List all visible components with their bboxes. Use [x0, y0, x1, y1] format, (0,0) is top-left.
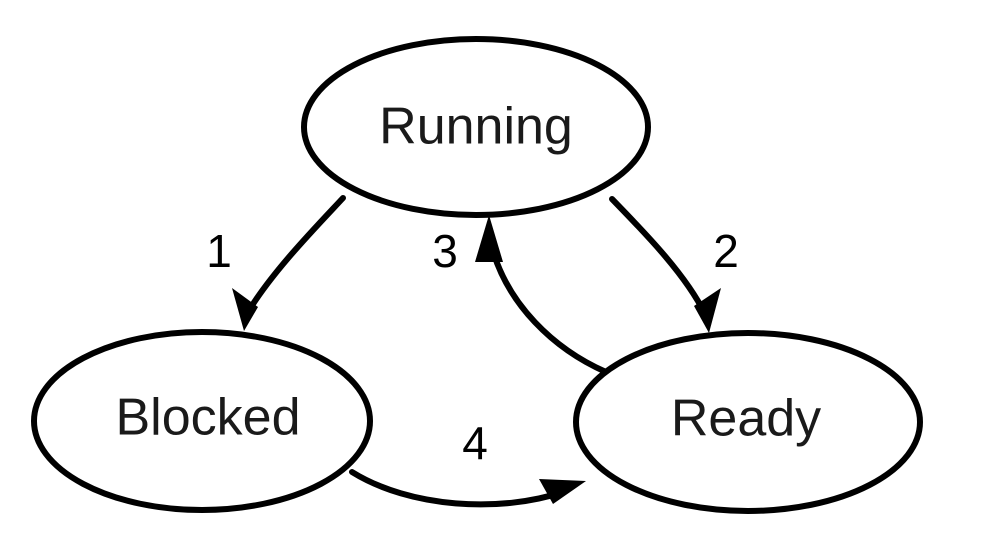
state-ready-label: Ready [671, 390, 821, 448]
transition-2-group[interactable]: 2 [609, 196, 739, 333]
transition-1-group[interactable]: 1 [206, 195, 346, 331]
transition-1-label: 1 [206, 225, 232, 277]
transition-1-path [245, 195, 346, 315]
state-blocked-ellipse [31, 329, 373, 513]
transition-3-path [487, 237, 609, 375]
transition-4-arrowhead-icon [539, 479, 586, 504]
transition-3-label: 3 [432, 225, 458, 277]
transition-2-path [609, 196, 708, 317]
state-running-label: Running [379, 98, 573, 156]
transition-2-label: 2 [713, 225, 739, 277]
state-node-blocked[interactable]: Blocked [31, 329, 373, 513]
transition-3-group[interactable]: 3 [432, 215, 609, 375]
state-blocked-label: Blocked [116, 389, 301, 447]
transition-3-arrowhead-icon [475, 215, 503, 262]
state-node-ready[interactable]: Ready [573, 330, 923, 514]
state-running-ellipse [301, 36, 651, 218]
transition-4-group[interactable]: 4 [349, 417, 586, 508]
transition-4-label: 4 [462, 417, 488, 469]
state-node-running[interactable]: Running [301, 36, 651, 218]
state-ready-ellipse [573, 330, 923, 514]
transition-4-path [349, 469, 566, 508]
transition-2-arrowhead-icon [694, 288, 721, 333]
transition-1-arrowhead-icon [232, 288, 258, 331]
